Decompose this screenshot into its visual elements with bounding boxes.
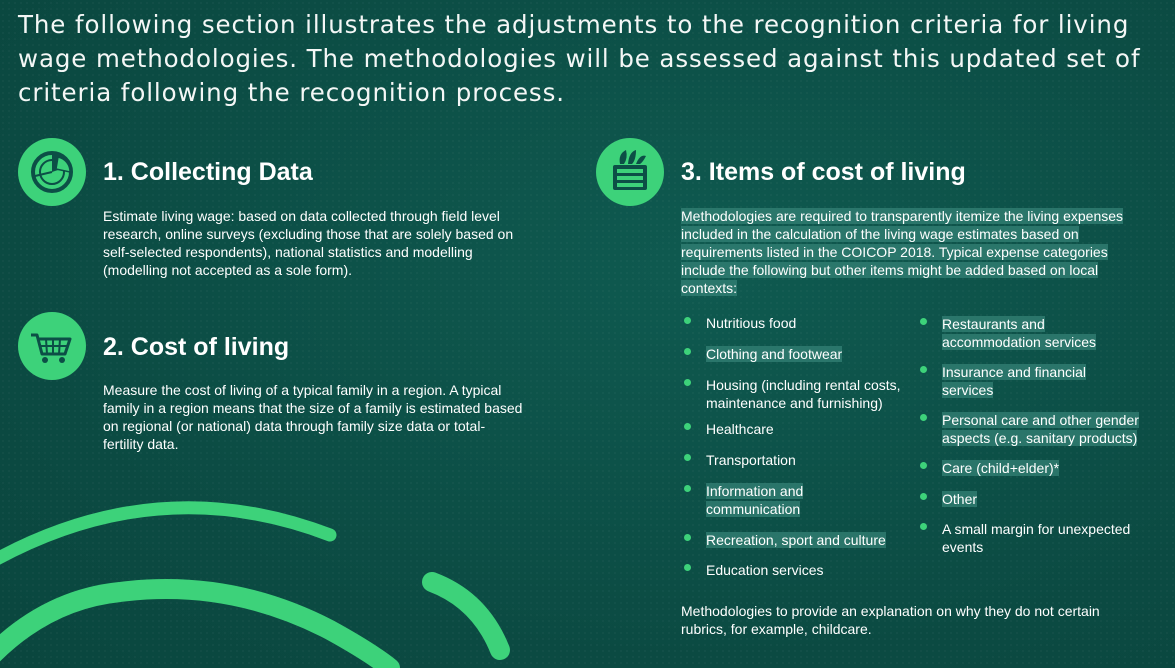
list-item: Recreation, sport and culture	[684, 531, 916, 549]
cost-of-living-text: Measure the cost of living of a typical …	[103, 382, 523, 452]
list-item: Transportation	[684, 451, 916, 469]
shopping-cart-icon	[18, 312, 86, 380]
pie-chart-icon	[18, 138, 86, 206]
list-item: Personal care and other gender aspects (…	[920, 411, 1157, 447]
list-item: Insurance and financial services	[920, 363, 1102, 399]
items-of-cost-text: Methodologies are required to transparen…	[681, 208, 1124, 296]
expense-list-left: Nutritious food Clothing and footwear Ho…	[684, 314, 916, 579]
list-item: Restaurants and accommodation services	[920, 315, 1112, 351]
collecting-data-text: Estimate living wage: based on data coll…	[103, 208, 514, 278]
intro-paragraph: The following section illustrates the ad…	[18, 10, 1141, 107]
items-footer-note: Methodologies to provide an explanation …	[681, 603, 1100, 637]
list-item: Healthcare	[684, 420, 916, 438]
list-item: Nutritious food	[684, 314, 916, 332]
list-item: Information and communication	[684, 482, 816, 518]
list-item: A small margin for unexpected events	[920, 520, 1157, 556]
list-item: Care (child+elder)*	[920, 459, 1157, 477]
grocery-crate-icon	[596, 138, 664, 206]
list-item: Other	[920, 490, 1157, 508]
list-item: Housing (including rental costs, mainten…	[684, 376, 916, 412]
section-title-cost-of-living: 2. Cost of living	[103, 333, 290, 361]
section-title-collecting-data: 1. Collecting Data	[103, 158, 313, 186]
expense-list-right: Restaurants and accommodation services I…	[920, 315, 1157, 556]
list-item: Education services	[684, 561, 916, 579]
section-title-items-of-cost: 3. Items of cost of living	[681, 158, 966, 186]
list-item: Clothing and footwear	[684, 345, 916, 363]
